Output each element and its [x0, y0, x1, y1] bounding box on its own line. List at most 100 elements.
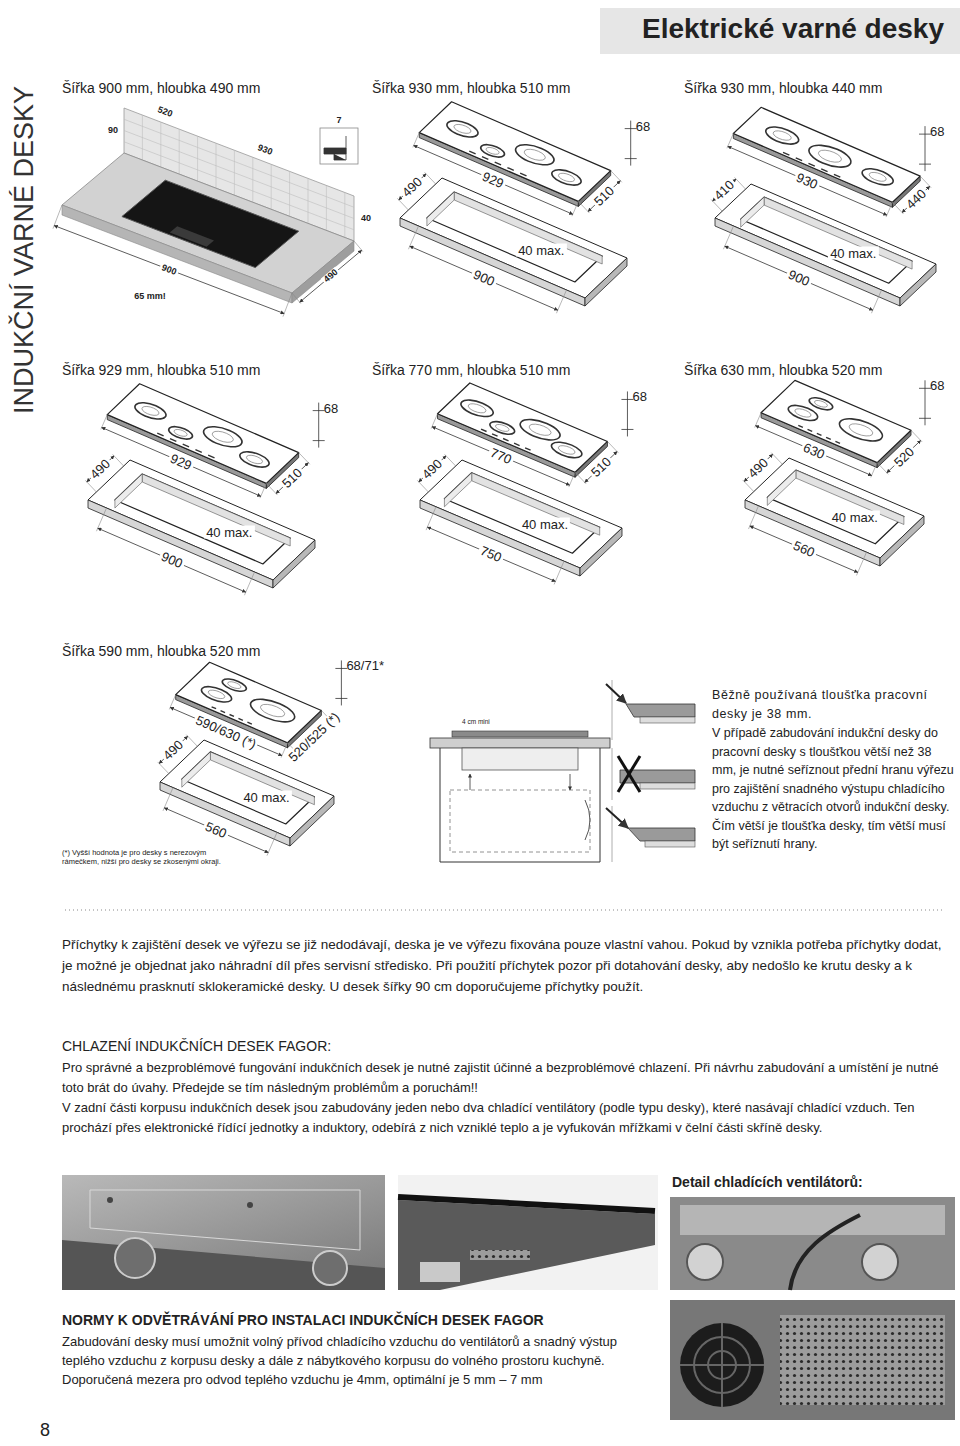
hob-drawings: [53, 102, 936, 856]
extension-line: [445, 454, 456, 466]
cooking-zone: [456, 397, 497, 420]
size-caption: Šířka 930 mm, hloubka 510 mm: [372, 80, 570, 97]
cutout-wall: [454, 192, 602, 264]
photo-hob-underside: [62, 1175, 385, 1290]
cabinet-bottom: [440, 862, 600, 863]
dimension-line: [399, 174, 426, 200]
cooking-zone: [443, 117, 483, 140]
worktop-side: [900, 264, 936, 306]
dimension-label: 68: [930, 378, 944, 394]
cutout-wall: [472, 473, 600, 535]
size-caption: Šířka 630 mm, hloubka 520 mm: [684, 362, 882, 379]
hob-edge: [640, 783, 695, 789]
dimension-line: [164, 808, 268, 853]
cabinet-side: [600, 748, 601, 862]
extension-line: [871, 290, 881, 313]
control-mark: [796, 158, 802, 161]
cutout-wall: [741, 197, 764, 227]
photo-heading: Detail chladících ventilátorů:: [672, 1174, 863, 1191]
cooking-zone: [165, 424, 196, 441]
cooking-zone: [803, 141, 857, 172]
section-heading: CHLAZENÍ INDUKČNÍCH DESEK FAGOR:: [62, 1038, 331, 1055]
dimension-label: 68: [632, 389, 646, 405]
fan-grille: [721, 1323, 723, 1407]
fan: [687, 1244, 723, 1280]
height-tick: [625, 128, 637, 129]
tile-joint: [271, 164, 272, 209]
cooking-zone-inner: [257, 702, 288, 719]
fan: [115, 1238, 155, 1278]
control-mark: [808, 429, 813, 431]
dimension-label: 900: [159, 262, 180, 277]
dimension-label: 68/71*: [346, 658, 384, 674]
tile-joint: [344, 192, 345, 237]
tile-joint: [289, 171, 290, 216]
control-mark: [798, 425, 803, 427]
dimension-line: [414, 145, 573, 214]
dimension-line: [276, 463, 308, 494]
worktop-edge: [626, 704, 695, 717]
control-mark: [821, 169, 827, 172]
extension-line: [749, 506, 759, 529]
paragraph: Pro správné a bezproblémové fungování in…: [62, 1058, 955, 1098]
cooking-zone: [510, 141, 559, 169]
perforated-plate: [780, 1315, 945, 1405]
fan: [313, 1251, 347, 1285]
worktop: [430, 738, 610, 748]
hob-top: [107, 384, 298, 484]
control-mark: [157, 433, 163, 436]
extension-line: [556, 290, 566, 313]
extension-line: [886, 202, 892, 217]
control-mark: [834, 174, 840, 177]
control-mark: [208, 455, 214, 458]
cooking-zone: [487, 419, 518, 437]
page-number: 8: [40, 1420, 50, 1442]
hob-body: [398, 1200, 655, 1290]
section-tab: INDUKČNÍ VARNÉ DESKY: [11, 84, 38, 416]
cut-arrow: [606, 808, 628, 828]
cooking-zone-inner: [521, 147, 548, 163]
dimension-label: 68: [930, 124, 944, 140]
photo-ground: [62, 1175, 385, 1290]
control-mark: [808, 163, 814, 166]
screw: [247, 1202, 253, 1208]
extension-line: [743, 480, 754, 492]
extension-line: [113, 454, 124, 466]
cooking-zone: [858, 165, 898, 188]
extension-line: [578, 201, 589, 213]
control-mark: [495, 162, 501, 165]
dimension-label: 7: [334, 116, 343, 125]
cabinet-section: [430, 731, 610, 862]
photo-ground: [670, 1197, 955, 1290]
extension-line: [354, 241, 363, 252]
cooking-zone-inner: [494, 423, 511, 433]
extension-line: [892, 202, 903, 214]
dimension-label: 560: [202, 819, 231, 841]
hob-top: [419, 102, 610, 202]
fan-grille: [680, 1323, 764, 1407]
cooking-zone-inner: [793, 407, 814, 419]
control-mark: [507, 168, 513, 171]
tile-joint: [234, 150, 235, 195]
cross-mark: [618, 756, 640, 792]
fan: [862, 1244, 898, 1280]
cooking-zone: [131, 399, 171, 422]
extension-line: [53, 205, 62, 229]
dimension-label: 520: [155, 104, 176, 119]
cooking-zone-inner: [771, 129, 794, 142]
dimension-label: 40 max.: [520, 518, 570, 531]
tile-joint: [252, 157, 253, 202]
cutout-wall: [764, 197, 912, 269]
extension-line: [186, 735, 197, 747]
section-heading: NORMY K ODVĚTRÁVÁNÍ PRO INSTALACI INDUKČ…: [62, 1312, 544, 1329]
cooking-zone-inner: [867, 171, 889, 183]
cooking-zone-inner: [526, 422, 554, 438]
control-mark: [482, 157, 488, 160]
dimension-line: [585, 452, 617, 483]
height-tick: [621, 399, 633, 400]
grille: [470, 1250, 530, 1260]
dimension-line: [300, 250, 362, 302]
cooking-zone: [219, 677, 250, 694]
cooking-zone-inner: [484, 146, 501, 156]
control-mark: [170, 439, 176, 442]
